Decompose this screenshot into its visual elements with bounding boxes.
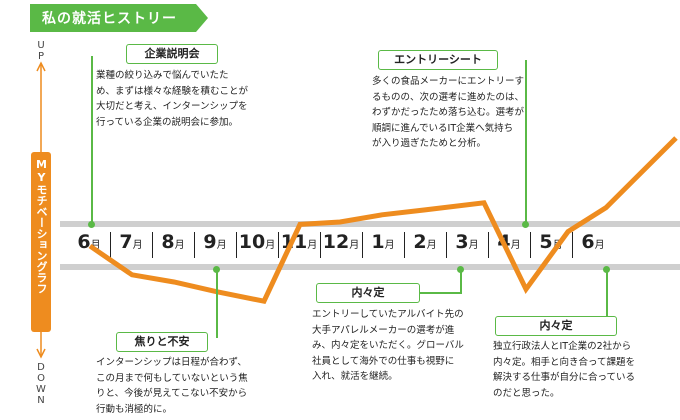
motivation-line <box>88 136 678 305</box>
month-label: 1月 <box>362 231 404 261</box>
axis-up-label: U P <box>37 40 45 62</box>
month-separator <box>488 232 489 258</box>
month-label: 3月 <box>446 231 488 261</box>
month-separator <box>152 232 153 258</box>
month-label: 9月 <box>194 231 236 261</box>
month-separator <box>572 232 573 258</box>
axis-down-label: D O W N <box>36 362 46 406</box>
month-unit: 月 <box>265 240 276 251</box>
month-separator <box>110 232 111 258</box>
title-tab: 私の就活ヒストリー <box>30 4 208 32</box>
event-box-4: エントリーシート 多くの食品メーカーにエントリーす るものの、次の選考に進めたの… <box>372 50 544 150</box>
connector-event-5 <box>606 268 608 318</box>
month-label: 6月 <box>572 231 614 261</box>
connector-event-1 <box>91 56 93 224</box>
month-number: 5 <box>539 231 553 253</box>
month-unit: 月 <box>216 240 227 251</box>
title-tab-shape <box>30 4 208 32</box>
month-number: 2 <box>413 231 427 253</box>
timeline-band-bottom <box>60 264 680 270</box>
month-separator <box>404 232 405 258</box>
month-label: 6月 <box>68 231 110 261</box>
month-separator <box>278 232 279 258</box>
month-unit: 月 <box>174 240 185 251</box>
month-number: 10 <box>238 231 266 253</box>
month-label: 10月 <box>236 231 278 261</box>
month-label: 12月 <box>320 231 362 261</box>
event-title-4: エントリーシート <box>378 50 498 70</box>
connector-event-2 <box>216 268 218 338</box>
event-text-3: エントリーしていたアルバイト先の 大手アパレルメーカーの選考が進 み、内々定をい… <box>312 309 464 382</box>
month-separator <box>236 232 237 258</box>
timeline-band-top <box>60 221 680 227</box>
month-unit: 月 <box>426 240 437 251</box>
month-number: 12 <box>322 231 350 253</box>
event-text-2: インターンシップは日程が合わず、 この月まで何もしていないという焦 りと、今後が… <box>96 357 248 415</box>
month-separator <box>446 232 447 258</box>
marker-event-3 <box>457 266 464 273</box>
motivation-axis: U P MYモチベーショングラフ D O W N <box>30 36 52 420</box>
event-title-3: 内々定 <box>316 283 420 303</box>
event-text-4: 多くの食品メーカーにエントリーす るものの、次の選考に進めたのは、 わずかだった… <box>372 76 525 149</box>
marker-event-2 <box>213 266 220 273</box>
connector-event-3-h <box>420 292 461 294</box>
month-unit: 月 <box>510 240 521 251</box>
event-title-2: 焦りと不安 <box>116 332 208 352</box>
month-separator <box>194 232 195 258</box>
month-unit: 月 <box>132 240 143 251</box>
event-box-5: 内々定 独立行政法人とIT企業の2社から 内々定。相手と向き合って課題を 解決す… <box>493 316 673 416</box>
month-number: 3 <box>455 231 469 253</box>
month-unit: 月 <box>594 240 605 251</box>
marker-event-1 <box>88 221 95 228</box>
month-number: 1 <box>371 231 385 253</box>
month-unit: 月 <box>307 240 318 251</box>
month-separator <box>362 232 363 258</box>
month-label: 2月 <box>404 231 446 261</box>
axis-title: MYモチベーショングラフ <box>35 158 48 294</box>
month-separator <box>320 232 321 258</box>
event-box-1: 企業説明会 業種の絞り込みで悩んでいたた め、まずは様々な経験を積むことが 大切… <box>96 44 248 144</box>
month-number: 6 <box>581 231 595 253</box>
month-separator <box>530 232 531 258</box>
connector-event-4 <box>525 60 527 224</box>
month-unit: 月 <box>384 240 395 251</box>
marker-event-5 <box>603 266 610 273</box>
month-unit: 月 <box>90 240 101 251</box>
event-title-5: 内々定 <box>495 316 617 336</box>
month-number: 7 <box>119 231 133 253</box>
event-text-5: 独立行政法人とIT企業の2社から 内々定。相手と向き合って課題を 解決する仕事が… <box>493 341 636 399</box>
month-label: 8月 <box>152 231 194 261</box>
event-box-3: 内々定 エントリーしていたアルバイト先の 大手アパレルメーカーの選考が進 み、内… <box>312 283 492 383</box>
month-unit: 月 <box>468 240 479 251</box>
month-number: 9 <box>203 231 217 253</box>
event-text-1: 業種の絞り込みで悩んでいたた め、まずは様々な経験を積むことが 大切だと考え、イ… <box>96 70 249 128</box>
page-title: 私の就活ヒストリー <box>42 11 177 27</box>
month-label: 7月 <box>110 231 152 261</box>
connector-event-3 <box>460 268 462 294</box>
month-number: 8 <box>161 231 175 253</box>
month-unit: 月 <box>349 240 360 251</box>
axis-title-box: MYモチベーショングラフ <box>31 152 51 332</box>
month-number: 6 <box>77 231 91 253</box>
marker-event-4 <box>522 221 529 228</box>
event-title-1: 企業説明会 <box>126 44 218 64</box>
event-box-2: 焦りと不安 インターンシップは日程が合わず、 この月まで何もしていないという焦 … <box>96 332 266 420</box>
